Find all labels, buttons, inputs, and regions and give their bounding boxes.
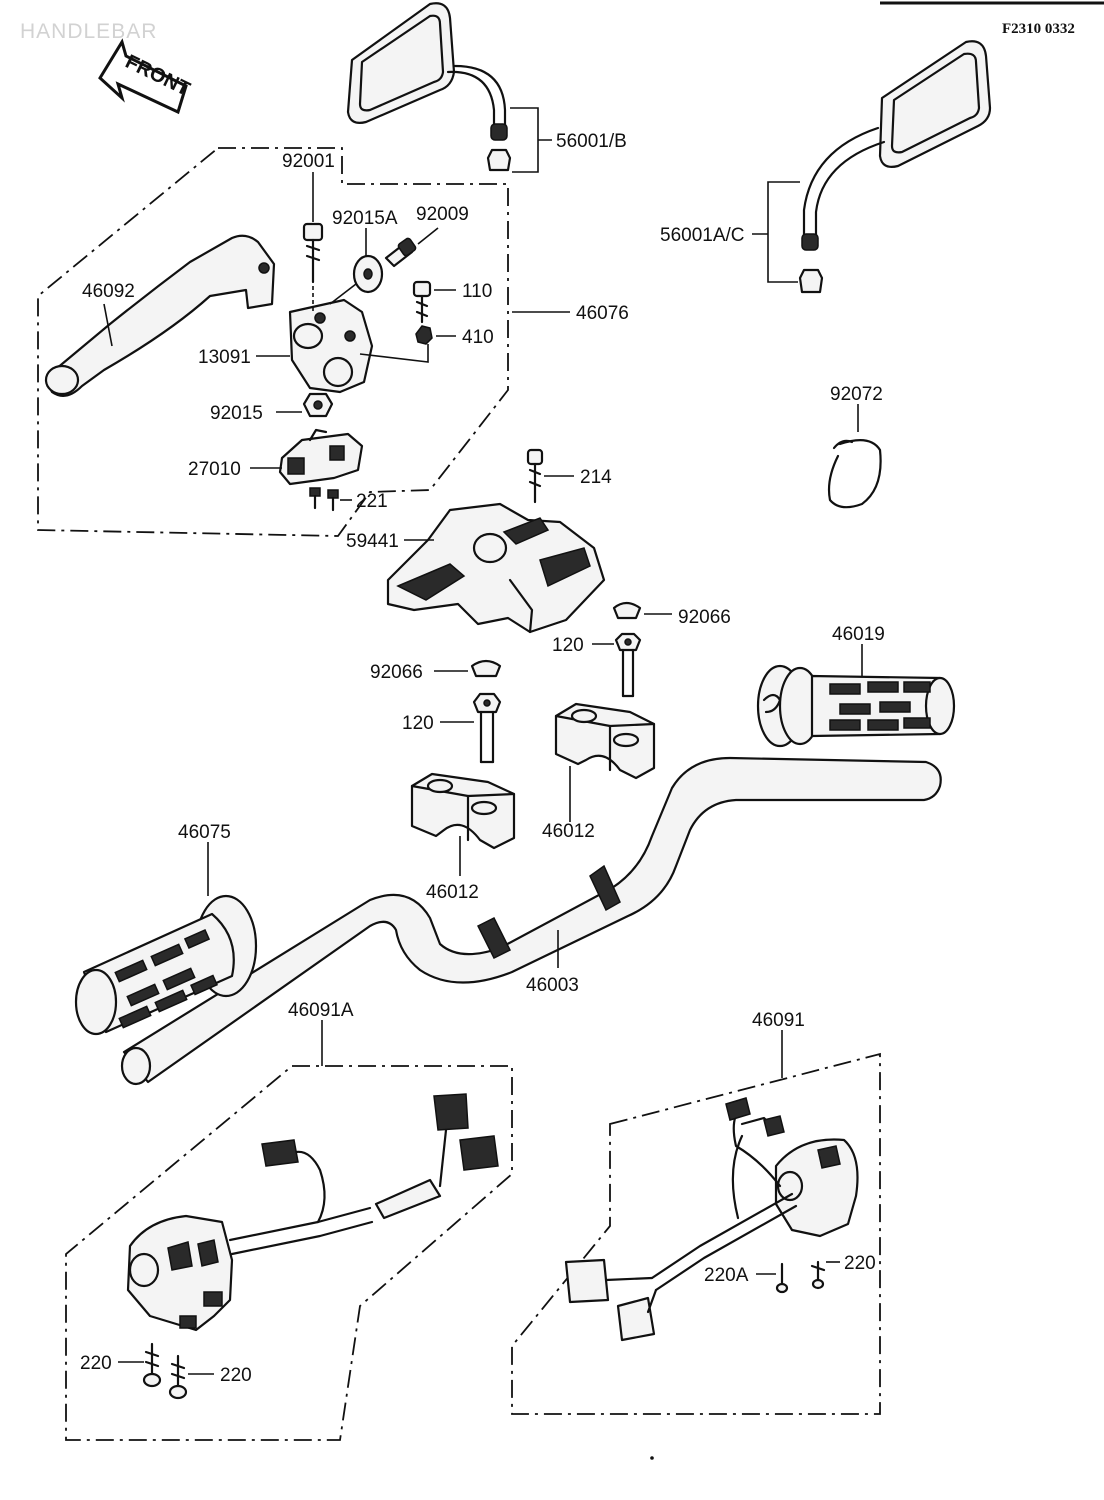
label-92015: 92015 bbox=[210, 403, 263, 424]
cable-clamp-icon bbox=[827, 439, 882, 509]
right-switch-boundary bbox=[511, 1052, 881, 1415]
label-46076: 46076 bbox=[576, 303, 629, 324]
label-27010: 27010 bbox=[188, 459, 241, 480]
lever-assembly-boundary bbox=[37, 147, 509, 537]
nut-icon bbox=[415, 325, 433, 345]
front-arrow-icon: FRONT bbox=[98, 38, 193, 115]
label-92001: 92001 bbox=[282, 151, 335, 172]
cap-icon-left bbox=[470, 659, 502, 678]
label-410: 410 bbox=[462, 327, 494, 348]
label-56001-a-c: 56001A/C bbox=[660, 225, 745, 246]
label-46019: 46019 bbox=[832, 624, 885, 645]
figure-code: F2310 0332 bbox=[1002, 21, 1075, 37]
small-screw-icon bbox=[309, 487, 339, 512]
label-46003: 46003 bbox=[526, 975, 579, 996]
label-46091: 46091 bbox=[752, 1010, 805, 1031]
label-110: 110 bbox=[462, 281, 492, 302]
right-mirror-icon bbox=[798, 40, 992, 294]
label-220-left-1: 220 bbox=[80, 1353, 112, 1374]
handlebar-tube-icon bbox=[120, 756, 942, 1086]
label-120-left: 120 bbox=[402, 713, 434, 734]
pivot-bolt-icon bbox=[302, 222, 324, 284]
label-46012-left: 46012 bbox=[426, 882, 479, 903]
brake-lever-icon bbox=[44, 234, 276, 397]
label-46075: 46075 bbox=[178, 822, 231, 843]
cover-bolt-icon bbox=[526, 448, 544, 504]
right-grip-icon bbox=[756, 664, 956, 748]
brake-switch-icon bbox=[278, 428, 364, 486]
diagram-title: HANDLEBAR bbox=[20, 20, 157, 43]
switch-screw-icon-right bbox=[775, 1260, 826, 1294]
label-221: 221 bbox=[356, 491, 388, 512]
label-46012-right: 46012 bbox=[542, 821, 595, 842]
handlebar-cover-icon bbox=[386, 502, 606, 634]
cap-icon bbox=[612, 601, 642, 620]
label-92066-right: 92066 bbox=[678, 607, 731, 628]
label-214: 214 bbox=[580, 467, 612, 488]
washer-icon bbox=[352, 254, 384, 294]
clamp-bolt-icon-left bbox=[472, 692, 502, 764]
left-grip-icon bbox=[74, 894, 258, 1036]
adjuster-bolt-icon bbox=[384, 237, 417, 268]
label-56001-b: 56001/B bbox=[556, 131, 627, 152]
left-switch-boundary bbox=[65, 1065, 513, 1441]
label-46091a: 46091A bbox=[288, 1000, 354, 1021]
label-220-right: 220 bbox=[844, 1253, 876, 1274]
handlebar-holder-icon-left bbox=[410, 772, 516, 850]
label-59441: 59441 bbox=[346, 531, 399, 552]
label-120-right: 120 bbox=[552, 635, 584, 656]
speck bbox=[650, 1456, 654, 1460]
label-92066-left: 92066 bbox=[370, 662, 423, 683]
label-220-left-2: 220 bbox=[220, 1365, 252, 1386]
label-220a: 220A bbox=[704, 1265, 749, 1286]
label-92015a: 92015A bbox=[332, 208, 398, 229]
right-handlebar-switch-icon bbox=[564, 1097, 859, 1342]
label-92072: 92072 bbox=[830, 384, 883, 405]
left-handlebar-switch-icon bbox=[126, 1093, 499, 1332]
lock-nut-icon bbox=[302, 392, 334, 418]
left-mirror-icon bbox=[346, 2, 512, 172]
screw-icon bbox=[412, 280, 432, 324]
label-46092: 46092 bbox=[82, 281, 135, 302]
label-92009: 92009 bbox=[416, 204, 469, 225]
lever-holder-icon bbox=[288, 298, 374, 394]
switch-screw-icon bbox=[142, 1342, 188, 1400]
handlebar-holder-icon bbox=[554, 702, 656, 780]
label-13091: 13091 bbox=[198, 347, 251, 368]
clamp-bolt-icon bbox=[614, 632, 642, 698]
